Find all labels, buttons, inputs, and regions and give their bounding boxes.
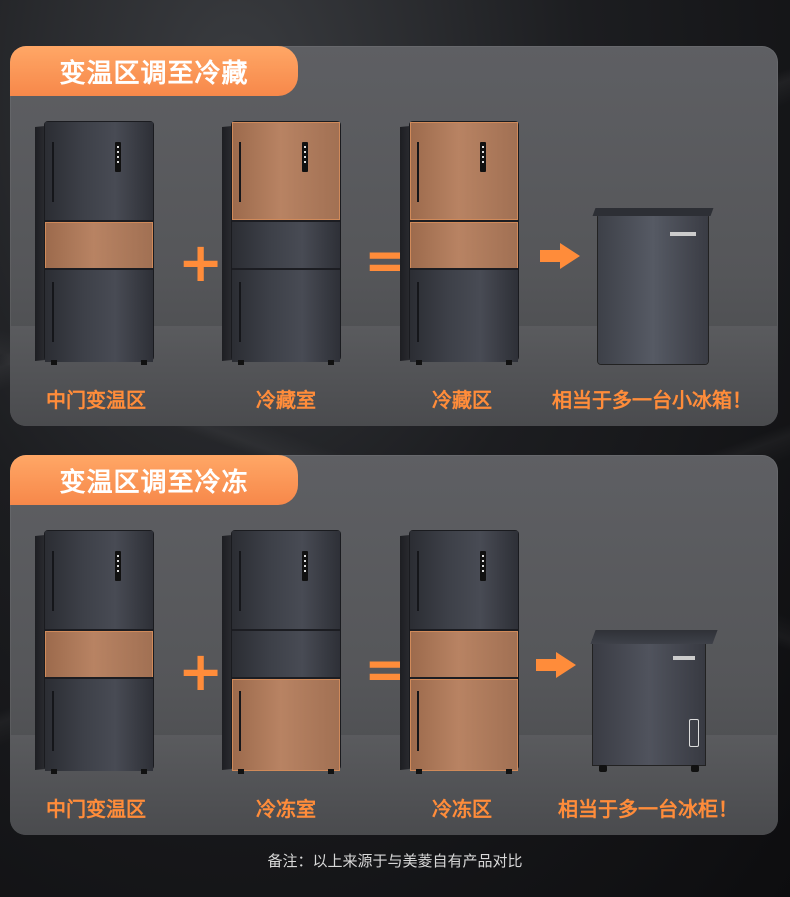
fridge-fridge-room — [222, 122, 340, 365]
fridge-freezer-zone — [400, 531, 518, 774]
section-freeze: 变温区调至冷冻 + = 中门变温区 — [10, 455, 778, 835]
arrow-right-icon — [540, 243, 580, 269]
label-middle-zone: 中门变温区 — [46, 388, 146, 412]
fridge-middle-zone — [35, 531, 153, 774]
arrow-right-icon — [536, 652, 576, 678]
label-extra-freezer: 相当于多一台冰柜！ — [558, 797, 738, 821]
label-fridge-zone: 冷藏区 — [432, 388, 492, 412]
display-panel-icon — [115, 551, 121, 581]
display-panel-icon — [115, 142, 121, 172]
plus-sign: + — [178, 231, 224, 294]
label-fridge-room: 冷藏室 — [256, 388, 316, 412]
label-freezer-zone: 冷冻区 — [432, 797, 492, 821]
fridge-fridge-zone — [400, 122, 518, 365]
section-refrigerate: 变温区调至冷藏 + = 中门 — [10, 46, 778, 426]
display-panel-icon — [480, 142, 486, 172]
section-title: 变温区调至冷冻 — [10, 455, 298, 505]
plus-sign: + — [178, 640, 224, 703]
footnote: 备注：以上来源于与美菱自有产品对比 — [267, 852, 523, 870]
label-extra-fridge: 相当于多一台小冰箱！ — [552, 388, 752, 412]
mini-fridge-icon — [592, 208, 714, 364]
fridge-middle-zone — [35, 122, 153, 365]
label-middle-zone: 中门变温区 — [46, 797, 146, 821]
label-freezer-room: 冷冻室 — [256, 797, 316, 821]
chest-freezer-icon — [590, 630, 718, 772]
display-panel-icon — [302, 142, 308, 172]
display-panel-icon — [302, 551, 308, 581]
section-title: 变温区调至冷藏 — [10, 46, 298, 96]
display-panel-icon — [480, 551, 486, 581]
fridge-freezer-room — [222, 531, 340, 774]
